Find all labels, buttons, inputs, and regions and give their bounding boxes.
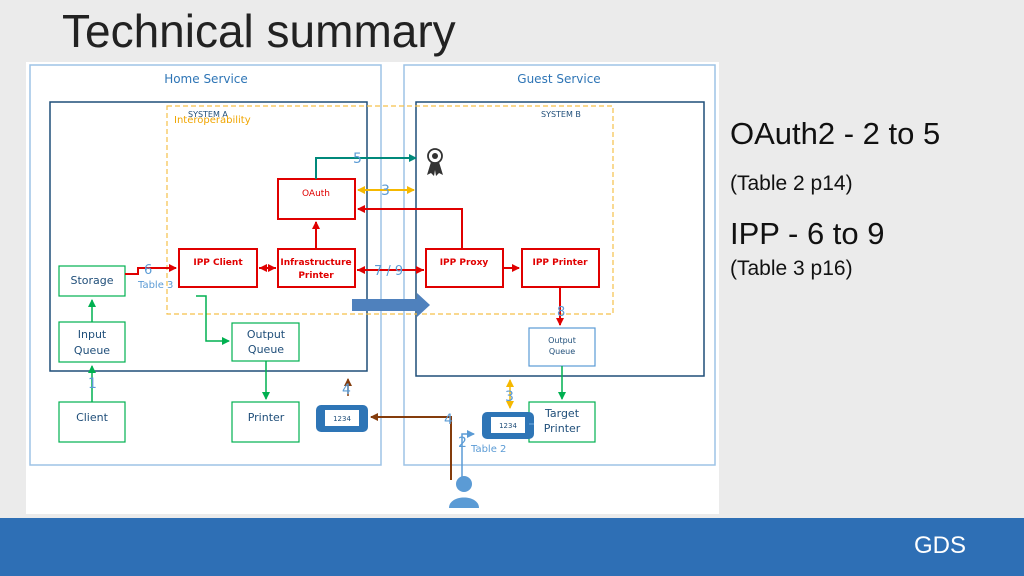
guest-output-queue-box — [528, 327, 596, 367]
step-6-arrow — [125, 264, 177, 275]
interoperability-zone — [166, 105, 614, 315]
target-printer-box — [528, 401, 596, 443]
step-2-label: 2 — [458, 435, 467, 451]
step-5-arrow — [315, 154, 417, 179]
storage-box — [58, 265, 126, 297]
step-4-guest-label: 4 — [444, 412, 453, 428]
interoperability-label: Interoperability — [174, 115, 251, 126]
architecture-diagram: Home Service Guest Service SYSTEM A SYST… — [26, 62, 719, 514]
step-8-label: 8 — [557, 305, 565, 320]
storage-to-output-arrow — [196, 295, 230, 345]
step-3-target-label: 3 — [505, 389, 514, 405]
system-a-box — [49, 101, 368, 372]
table-2-label: Table 2 — [470, 444, 506, 455]
step-4-home-label: 4 — [342, 382, 351, 398]
ipp-proxy-label: IPP Proxy — [440, 258, 489, 268]
infrastructure-printer-box — [277, 248, 356, 288]
home-device-code: 1234 — [333, 415, 351, 423]
home-service-box — [29, 64, 382, 466]
guest-output-queue-label-2: Queue — [549, 347, 575, 356]
input-queue-box — [58, 321, 126, 363]
ipp-proxy-box — [425, 248, 504, 288]
footer-bar: GDS — [0, 518, 1024, 576]
printer-label: Printer — [248, 411, 285, 424]
step-6-label: 6 — [144, 263, 152, 278]
home-card-reader-icon — [316, 405, 368, 432]
home-service-title: Home Service — [164, 72, 248, 86]
table-3-label: Table 3 — [137, 280, 173, 291]
slide-title: Technical summary — [62, 5, 456, 57]
printer-box — [231, 401, 300, 443]
step-2-arrow — [461, 430, 475, 480]
proxy-to-oauth-arrow — [357, 205, 463, 249]
ipp-printer-label: IPP Printer — [532, 258, 588, 268]
certificate-ribbon-icon — [427, 148, 443, 176]
guest-service-box — [403, 64, 716, 466]
ipp-printer-box — [521, 248, 600, 288]
target-printer-label-1: Target — [544, 407, 580, 420]
system-b-box — [415, 101, 705, 377]
ipp-heading: IPP - 6 to 9 — [730, 216, 885, 251]
output-queue-box — [231, 322, 300, 362]
oauth-label: OAuth — [302, 189, 330, 199]
guest-device-code: 1234 — [499, 422, 517, 430]
target-printer-label-2: Printer — [544, 422, 581, 435]
footer-label: GDS — [913, 532, 966, 559]
output-queue-label-2: Queue — [248, 343, 284, 356]
system-a-label: SYSTEM A — [188, 110, 228, 119]
guest-card-reader-icon — [482, 412, 534, 439]
guest-output-queue-label-1: Output — [548, 336, 576, 345]
oauth-reference: (Table 2 p14) — [730, 172, 853, 195]
system-b-label: SYSTEM B — [541, 110, 581, 119]
input-queue-label-1: Input — [78, 328, 107, 341]
step-3-oauth-label: 3 — [381, 183, 390, 199]
ipp-client-box — [178, 248, 258, 288]
guest-service-title: Guest Service — [517, 72, 600, 86]
transfer-arrow — [352, 293, 430, 317]
infrastructure-printer-label-1: Infrastructure — [280, 258, 351, 268]
ipp-client-label: IPP Client — [193, 258, 243, 268]
step-5-label: 5 — [353, 151, 362, 167]
input-queue-label-2: Queue — [74, 344, 110, 357]
ipp-reference: (Table 3 p16) — [730, 257, 853, 280]
oauth-heading: OAuth2 - 2 to 5 — [730, 116, 941, 151]
client-label: Client — [76, 411, 109, 424]
output-queue-label-1: Output — [247, 328, 286, 341]
step-7-9-label: 7 / 9 — [374, 264, 403, 279]
storage-label: Storage — [70, 274, 113, 287]
oauth-box — [277, 178, 356, 220]
infrastructure-printer-label-2: Printer — [298, 271, 334, 281]
step-1-label: 1 — [88, 376, 97, 392]
person-icon — [449, 476, 479, 508]
step-4-guest-arrow — [370, 413, 452, 480]
